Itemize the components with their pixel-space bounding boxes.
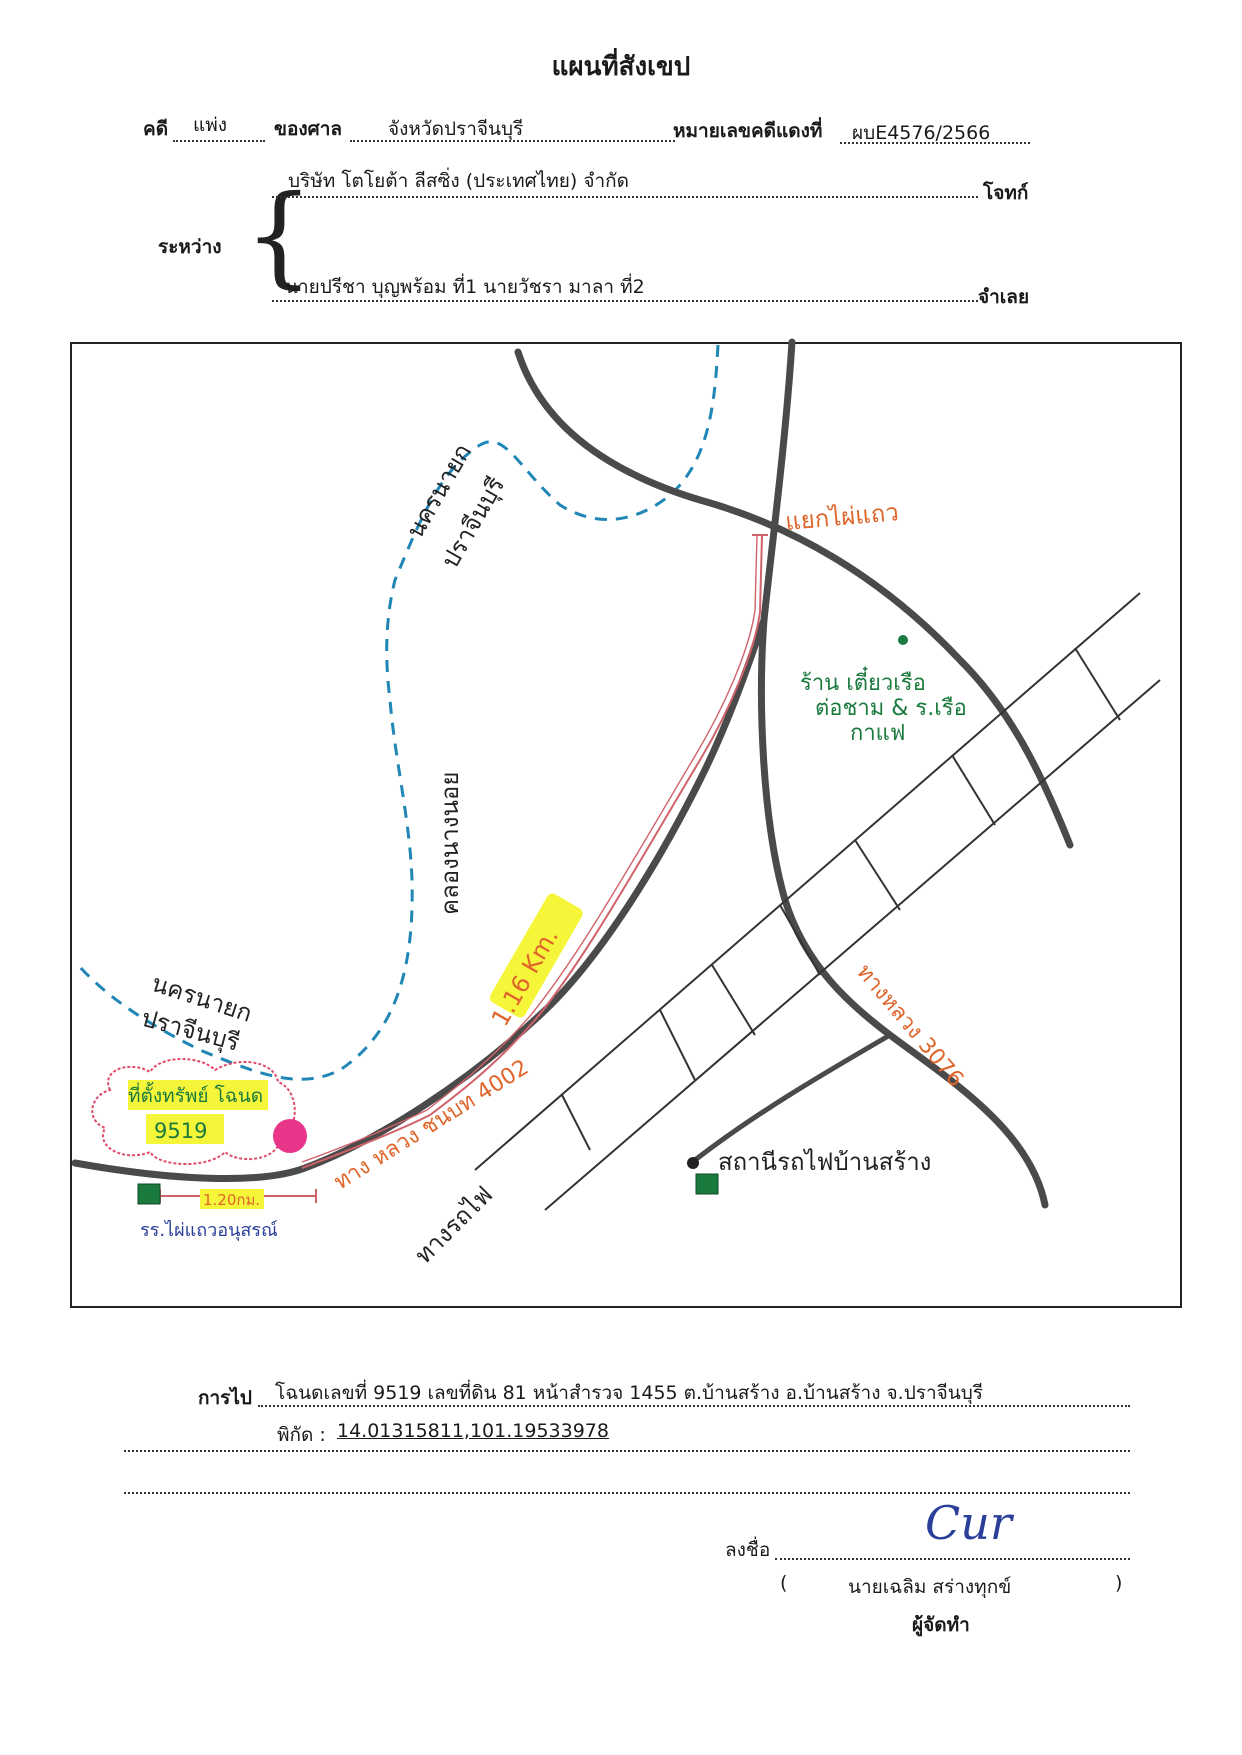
- coord-value: 14.01315811,101.19533978: [337, 1420, 609, 1442]
- canal-line-top: [76, 344, 720, 1081]
- target-highlight-2: [146, 1114, 224, 1144]
- between-label: ระหว่าง: [158, 236, 222, 258]
- case-no-dotline: [840, 142, 1030, 144]
- shop-dot-icon: [898, 635, 908, 645]
- railway-rail-b: [544, 679, 1161, 1211]
- route-line: [301, 534, 763, 1169]
- case-type: แพ่ง: [193, 114, 228, 136]
- court-dotline: [350, 140, 675, 142]
- railway-tie: [561, 1094, 591, 1151]
- label-target-1: ที่ตั้งทรัพย์ โฉนด: [128, 1082, 263, 1107]
- defendant-label: จำเลย: [978, 286, 1030, 308]
- railway-tie: [854, 839, 901, 911]
- road-station-spur: [692, 1032, 893, 1163]
- plaintiff-dotline: [272, 196, 978, 198]
- railway-tie: [779, 904, 821, 976]
- railway-tie: [1074, 647, 1121, 721]
- railway-rail-a: [474, 592, 1141, 1171]
- route-dotline: [258, 1405, 1130, 1407]
- page-title: แผนที่สังเขป: [551, 52, 691, 82]
- plaintiff-label: โจทก์: [983, 182, 1029, 204]
- coord-label: พิกัด :: [277, 1424, 326, 1446]
- court-label: ของศาล: [274, 118, 343, 140]
- plaintiff-name: บริษัท โตโยต้า ลีสซิ่ง (ประเทศไทย) จำกัด: [288, 170, 630, 192]
- railway-tie: [659, 1009, 696, 1081]
- label-school: รร.ไผ่แถวอนุสรณ์: [140, 1219, 278, 1241]
- case-label: คดี: [143, 118, 169, 140]
- station-icon: [695, 1173, 719, 1195]
- label-target-2: 9519: [154, 1119, 207, 1143]
- blank-dotline: [124, 1492, 1130, 1494]
- label-shop-2: ต่อชาม & ร.เรือ: [815, 696, 967, 721]
- paren-open: (: [780, 1572, 788, 1594]
- label-junction: แยกไผ่แถว: [784, 498, 900, 536]
- label-shop-3: กาแฟ: [850, 721, 905, 746]
- railway-tie: [951, 754, 996, 826]
- brace: {: [244, 171, 314, 299]
- label-dist-small: 1.20กม.: [203, 1191, 260, 1209]
- coord-dotline: [124, 1450, 1130, 1452]
- dist-main-highlight: [489, 893, 583, 1018]
- signer-role: ผู้จัดทำ: [912, 1614, 970, 1636]
- case-type-dotline: [173, 140, 265, 142]
- label-shop-1: ร้าน เตี๋ยวเรือ: [800, 666, 926, 696]
- target-marker: [273, 1119, 307, 1153]
- signer-name: นายเฉลิม สร่างทุกข์: [848, 1576, 1012, 1598]
- school-icon: [137, 1183, 161, 1205]
- sign-label: ลงชื่อ: [725, 1539, 771, 1561]
- road-vertical: [758, 338, 1049, 1209]
- dist-small-highlight: [200, 1189, 264, 1209]
- case-no-label: หมายเลขคดีแดงที่: [673, 120, 823, 142]
- railway-tie: [711, 964, 756, 1036]
- case-no: ผบE4576/2566: [852, 122, 991, 144]
- sign-dotline: [775, 1558, 1130, 1560]
- label-railway: ทางรถไฟ: [409, 1181, 498, 1270]
- paren-close: ): [1115, 1572, 1123, 1594]
- defendant-dotline: [272, 300, 978, 302]
- station-dot-icon: [687, 1157, 699, 1169]
- label-road-rural: ทาง หลวง ชนบท 4002: [330, 1055, 533, 1195]
- map-frame: [70, 342, 1182, 1308]
- route-text: โฉนดเลขที่ 9519 เลขที่ดิน 81 หน้าสำรวจ 1…: [275, 1382, 984, 1404]
- target-highlight-1: [128, 1080, 268, 1110]
- road-north-curve: [514, 348, 1074, 849]
- label-highway: ทางหลวง 3076: [851, 960, 968, 1092]
- route-label: การไป: [198, 1387, 252, 1409]
- route-line-inner: [301, 534, 758, 1163]
- signature: Cur: [925, 1496, 1012, 1550]
- label-station: สถานีรถไฟบ้านสร้าง: [718, 1148, 931, 1176]
- defendant-name: นายปรีชา บุญพร้อม ที่1 นายวัชรา มาลา ที่…: [285, 276, 645, 298]
- court-name: จังหวัดปราจีนบุรี: [388, 118, 524, 140]
- label-canal-name: คลองนางนอย: [436, 772, 464, 915]
